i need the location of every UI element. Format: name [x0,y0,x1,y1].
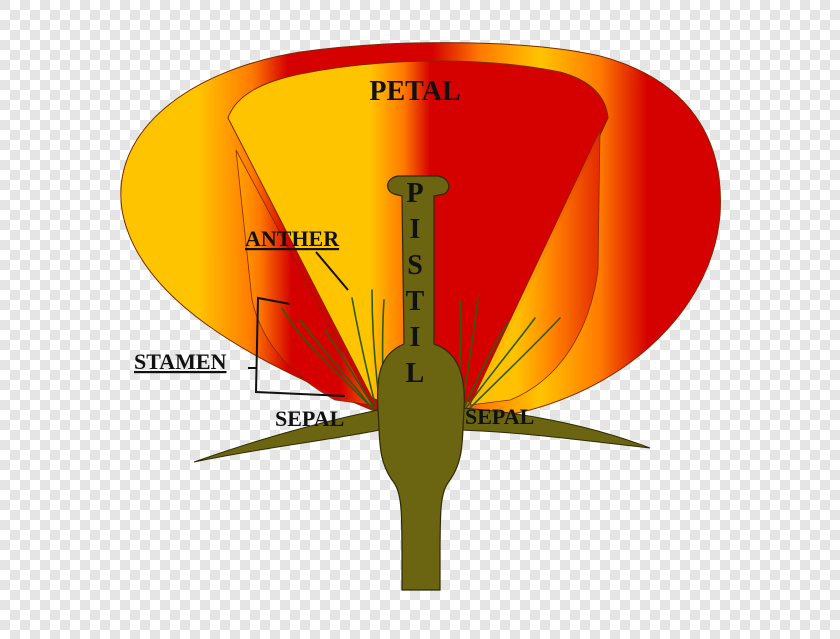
stamen-filament [351,297,377,409]
pistil-and-stem-shape [376,175,465,591]
stamen-filaments [281,289,561,411]
anther-pointer-line [315,251,349,291]
petal-label: PETAL [369,76,460,107]
pistil-label-letter: I [410,214,421,245]
stamen-filament [463,321,509,409]
pistil-label-letter: T [406,286,425,317]
stamen-filament [281,307,373,409]
pistil-label-letter: S [407,250,423,281]
pistil-label-letter: L [406,358,425,389]
left-sepal-shape [193,409,381,463]
right-inner-petal-strip [469,129,601,406]
stamen-bracket-line [254,296,346,397]
stamen-filament [467,317,561,411]
pistil-label-letter: P [406,178,423,209]
sepal-label-left: SEPAL [275,406,344,431]
left-inner-petal-strip [235,149,373,406]
stamen-filament [324,329,375,409]
pistil-label-letter: I [410,322,421,353]
anther-label: ANTHER [245,226,340,251]
right-sepal-shape [459,407,651,449]
stamen-filament [465,317,536,409]
stamen-filament [299,319,373,409]
stamen-label: STAMEN [134,349,227,374]
sepal-label-right: SEPAL [465,404,534,429]
